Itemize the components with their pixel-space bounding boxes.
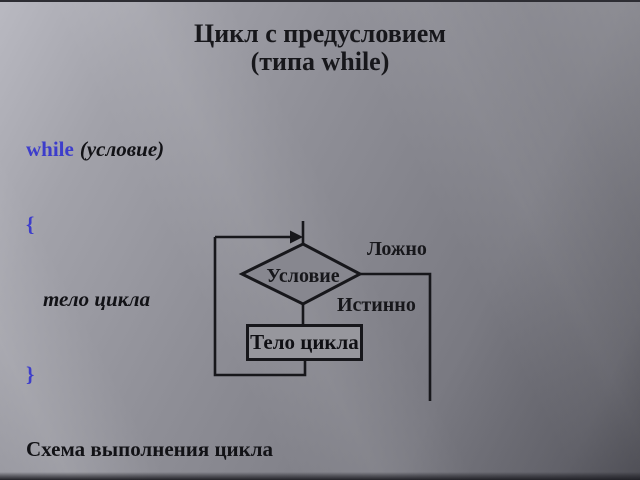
code-line-close-brace: } [26, 362, 273, 387]
condition-text: (условие) [79, 137, 165, 161]
slide-title-line2: (типа while) [250, 47, 390, 76]
true-branch-label: Истинно [337, 294, 416, 316]
condition-diamond [238, 242, 364, 306]
slide-top-border [0, 0, 640, 2]
false-branch-label: Ложно [367, 238, 427, 260]
slide-title-line1: Цикл с предусловием [193, 19, 447, 48]
open-brace: { [26, 212, 35, 236]
code-line-while: while(условие) [26, 137, 273, 162]
loopback-line [213, 237, 307, 377]
code-caption: Схема выполнения цикла [26, 437, 274, 461]
loop-body-label: Тело цикла [250, 330, 359, 354]
slide-bottom-border [0, 472, 640, 480]
while-keyword: while [26, 137, 74, 161]
code-block: while(условие) { тело цикла } Схема выпо… [26, 87, 273, 480]
code-line-open-brace: { [26, 212, 273, 237]
slide-title: Цикл с предусловием (типа while) [0, 20, 640, 76]
code-line-body: тело цикла [43, 287, 151, 311]
loop-arrowhead-icon [290, 230, 303, 244]
condition-diamond-label: Условие [266, 265, 340, 287]
loop-body-box: Тело цикла [246, 324, 363, 361]
close-brace: } [26, 362, 35, 386]
false-branch-line [360, 272, 432, 401]
